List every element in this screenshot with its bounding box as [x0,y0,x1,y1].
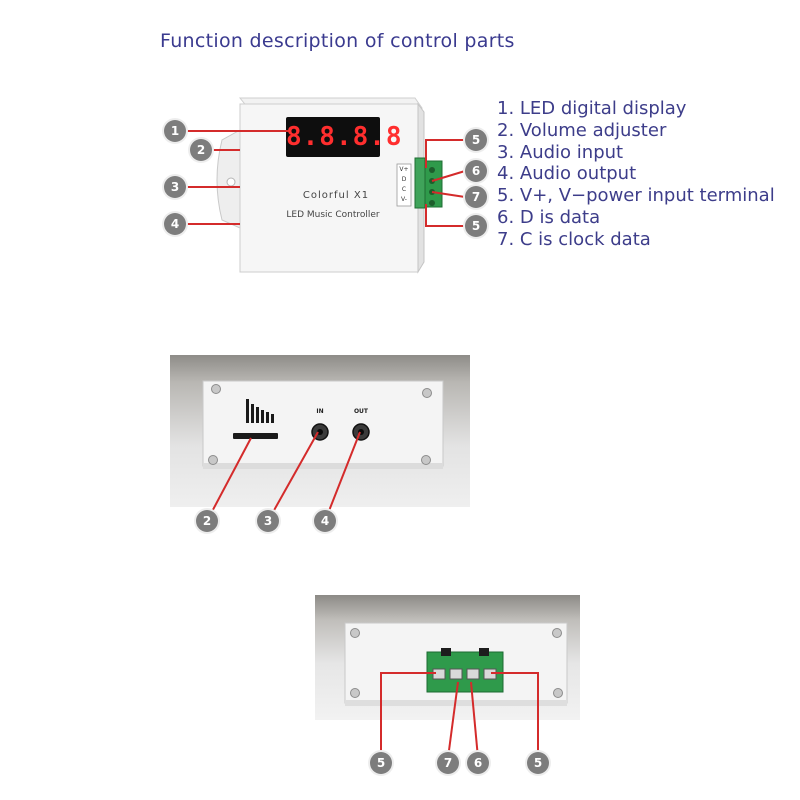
legend-item: 2. Volume adjuster [497,119,667,141]
screw [421,455,431,465]
callout-badge: 4 [314,510,336,532]
terminal-label: V- [401,196,407,203]
callout-badge: 7 [437,752,459,774]
controller-front-illustration [186,97,466,274]
display-digits: 8.8.8.8 [286,122,403,152]
callout-badge: 5 [465,129,487,151]
model-line-1: Colorful X1 [302,190,370,201]
callout-badge: 3 [257,510,279,532]
callout-badge: 5 [465,215,487,237]
legend-item: 3. Audio input [497,141,624,163]
audio-side-illustration [202,380,444,469]
legend-item: 1. LED digital display [497,98,687,119]
screw [552,628,562,638]
screw [422,388,432,398]
terminal-labels: V+ D C V- [397,165,411,205]
terminal-side-illustration [344,622,568,706]
callout-badge: 6 [467,752,489,774]
terminal-label: V+ [399,166,409,173]
controller-front-view: 8.8.8.8 Colorful X1 LED Music Controller… [0,0,800,290]
legend-item: 5. V+, V−power input terminal [497,185,775,207]
callout-badge: 6 [465,160,487,182]
screw [553,688,563,698]
callout-badge: 7 [465,186,487,208]
terminal-label: D [401,176,407,183]
legend-list: 1. LED digital display 2. Volume adjuste… [497,98,775,251]
audio-side-photo: IN OUT [170,355,470,507]
legend-item: 7. C is clock data [497,228,651,250]
terminal-label: C [401,186,407,193]
screw [208,455,218,465]
callout-badge: 3 [164,176,186,198]
page-title: Function description of control parts [160,30,515,52]
screw [350,628,360,638]
legend-item: 6. D is data [497,206,601,228]
callout-badge: 2 [190,139,212,161]
callout-badge: 5 [370,752,392,774]
callout-badge: 5 [527,752,549,774]
legend-item: 4. Audio output [497,163,637,185]
terminal-side-photo [315,595,580,720]
jack-label-out: OUT [353,408,369,415]
screw [350,688,360,698]
screw [211,384,221,394]
callout-badge: 4 [164,213,186,235]
callout-badge: 2 [196,510,218,532]
callout-badge: 1 [164,120,186,142]
jack-label-in: IN [316,408,324,415]
led-digital-display: 8.8.8.8 [286,117,402,157]
model-line-2: LED Music Controller [286,210,380,220]
